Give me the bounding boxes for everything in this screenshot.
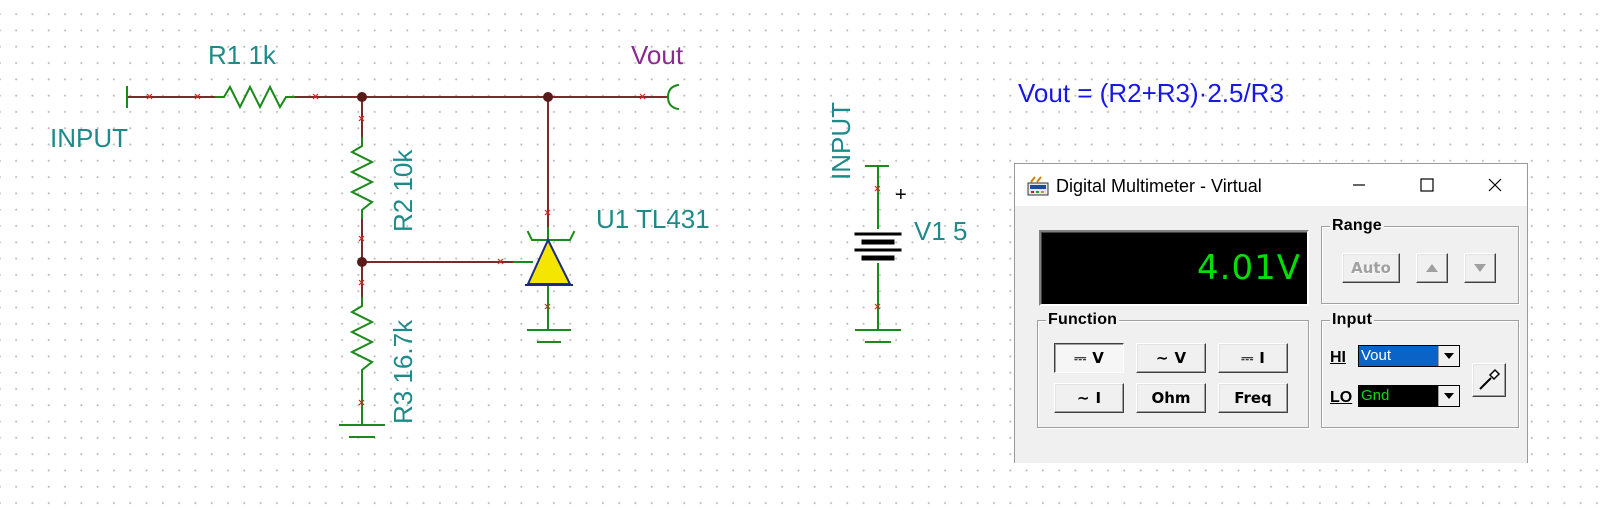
tl431-cathode-bar (526, 230, 576, 241)
input-group: Input HI Vout LO Gnd (1321, 311, 1519, 428)
r1-resistor (215, 84, 295, 110)
multimeter-app-icon (1027, 176, 1049, 196)
lo-select[interactable]: Gnd (1358, 385, 1460, 407)
source-input-label: INPUT (826, 102, 856, 180)
junction-node3 (357, 257, 367, 267)
v1-label: V1 5 (914, 216, 968, 246)
r1-label: R1 1k (208, 40, 276, 70)
window-title: Digital Multimeter - Virtual (1056, 176, 1262, 196)
range-title: Range (1330, 217, 1384, 235)
maximize-icon (1420, 178, 1434, 192)
ac-current-button[interactable]: ∼ I (1054, 383, 1124, 413)
hi-dropdown-arrow[interactable] (1438, 346, 1459, 366)
ohm-button[interactable]: Ohm (1136, 383, 1206, 413)
r2-label: R2 10k (388, 149, 418, 232)
dc-current-button[interactable]: ⎓ I (1218, 343, 1288, 373)
r2-resistor (349, 137, 375, 219)
vout-label: Vout (631, 40, 684, 70)
close-icon (1488, 178, 1502, 192)
junction-node1 (357, 92, 367, 102)
hi-select-value: Vout (1361, 347, 1392, 364)
probe-button[interactable] (1472, 363, 1506, 397)
range-up-button[interactable] (1416, 253, 1448, 283)
input-label: INPUT (50, 123, 128, 153)
triangle-down-icon (1474, 264, 1486, 272)
minimize-button[interactable] (1325, 164, 1393, 206)
probe-icon (1479, 368, 1501, 390)
dc-icon: ⎓ (1241, 349, 1254, 367)
range-auto-button[interactable]: Auto (1342, 253, 1400, 283)
junction-node2 (543, 92, 553, 102)
freq-button[interactable]: Freq (1218, 383, 1288, 413)
ac-icon: ∼ (1155, 349, 1169, 367)
hi-select[interactable]: Vout (1358, 345, 1460, 367)
range-down-button[interactable] (1464, 253, 1496, 283)
lo-select-value: Gnd (1361, 387, 1390, 404)
ac-icon: ∼ (1076, 389, 1090, 407)
dc-voltage-button[interactable]: ⎓ V (1054, 343, 1124, 373)
multimeter-window: Digital Multimeter - Virtual 4.01V Range… (1014, 163, 1528, 463)
lo-dropdown-arrow[interactable] (1438, 386, 1459, 406)
ac-voltage-button[interactable]: ∼ V (1136, 343, 1206, 373)
r3-label: R3 16.7k (388, 319, 418, 424)
display-value: 4.01V (1197, 248, 1301, 288)
vout-terminal (666, 83, 680, 111)
close-button[interactable] (1461, 164, 1529, 206)
lo-label: LO (1330, 389, 1353, 406)
chevron-down-icon (1444, 353, 1454, 359)
minimize-icon (1353, 184, 1365, 186)
input-title: Input (1330, 311, 1375, 329)
v1-plus-sign: + (895, 184, 907, 206)
lcd-display: 4.01V (1039, 230, 1309, 306)
triangle-up-icon (1426, 264, 1438, 272)
range-group: Range Auto (1321, 217, 1519, 304)
maximize-button[interactable] (1393, 164, 1461, 206)
function-title: Function (1046, 311, 1120, 329)
function-group: Function ⎓ V ∼ V ⎓ I ∼ I Ohm Freq (1037, 311, 1309, 428)
title-bar: Digital Multimeter - Virtual (1015, 164, 1527, 206)
formula-text: Vout = (R2+R3)·2.5/R3 (1018, 78, 1284, 108)
dc-icon: ⎓ (1074, 349, 1087, 367)
chevron-down-icon (1444, 393, 1454, 399)
r3-resistor (349, 297, 375, 383)
tl431-diode (526, 237, 572, 285)
hi-label: HI (1330, 349, 1346, 366)
u1-label: U1 TL431 (596, 204, 710, 234)
